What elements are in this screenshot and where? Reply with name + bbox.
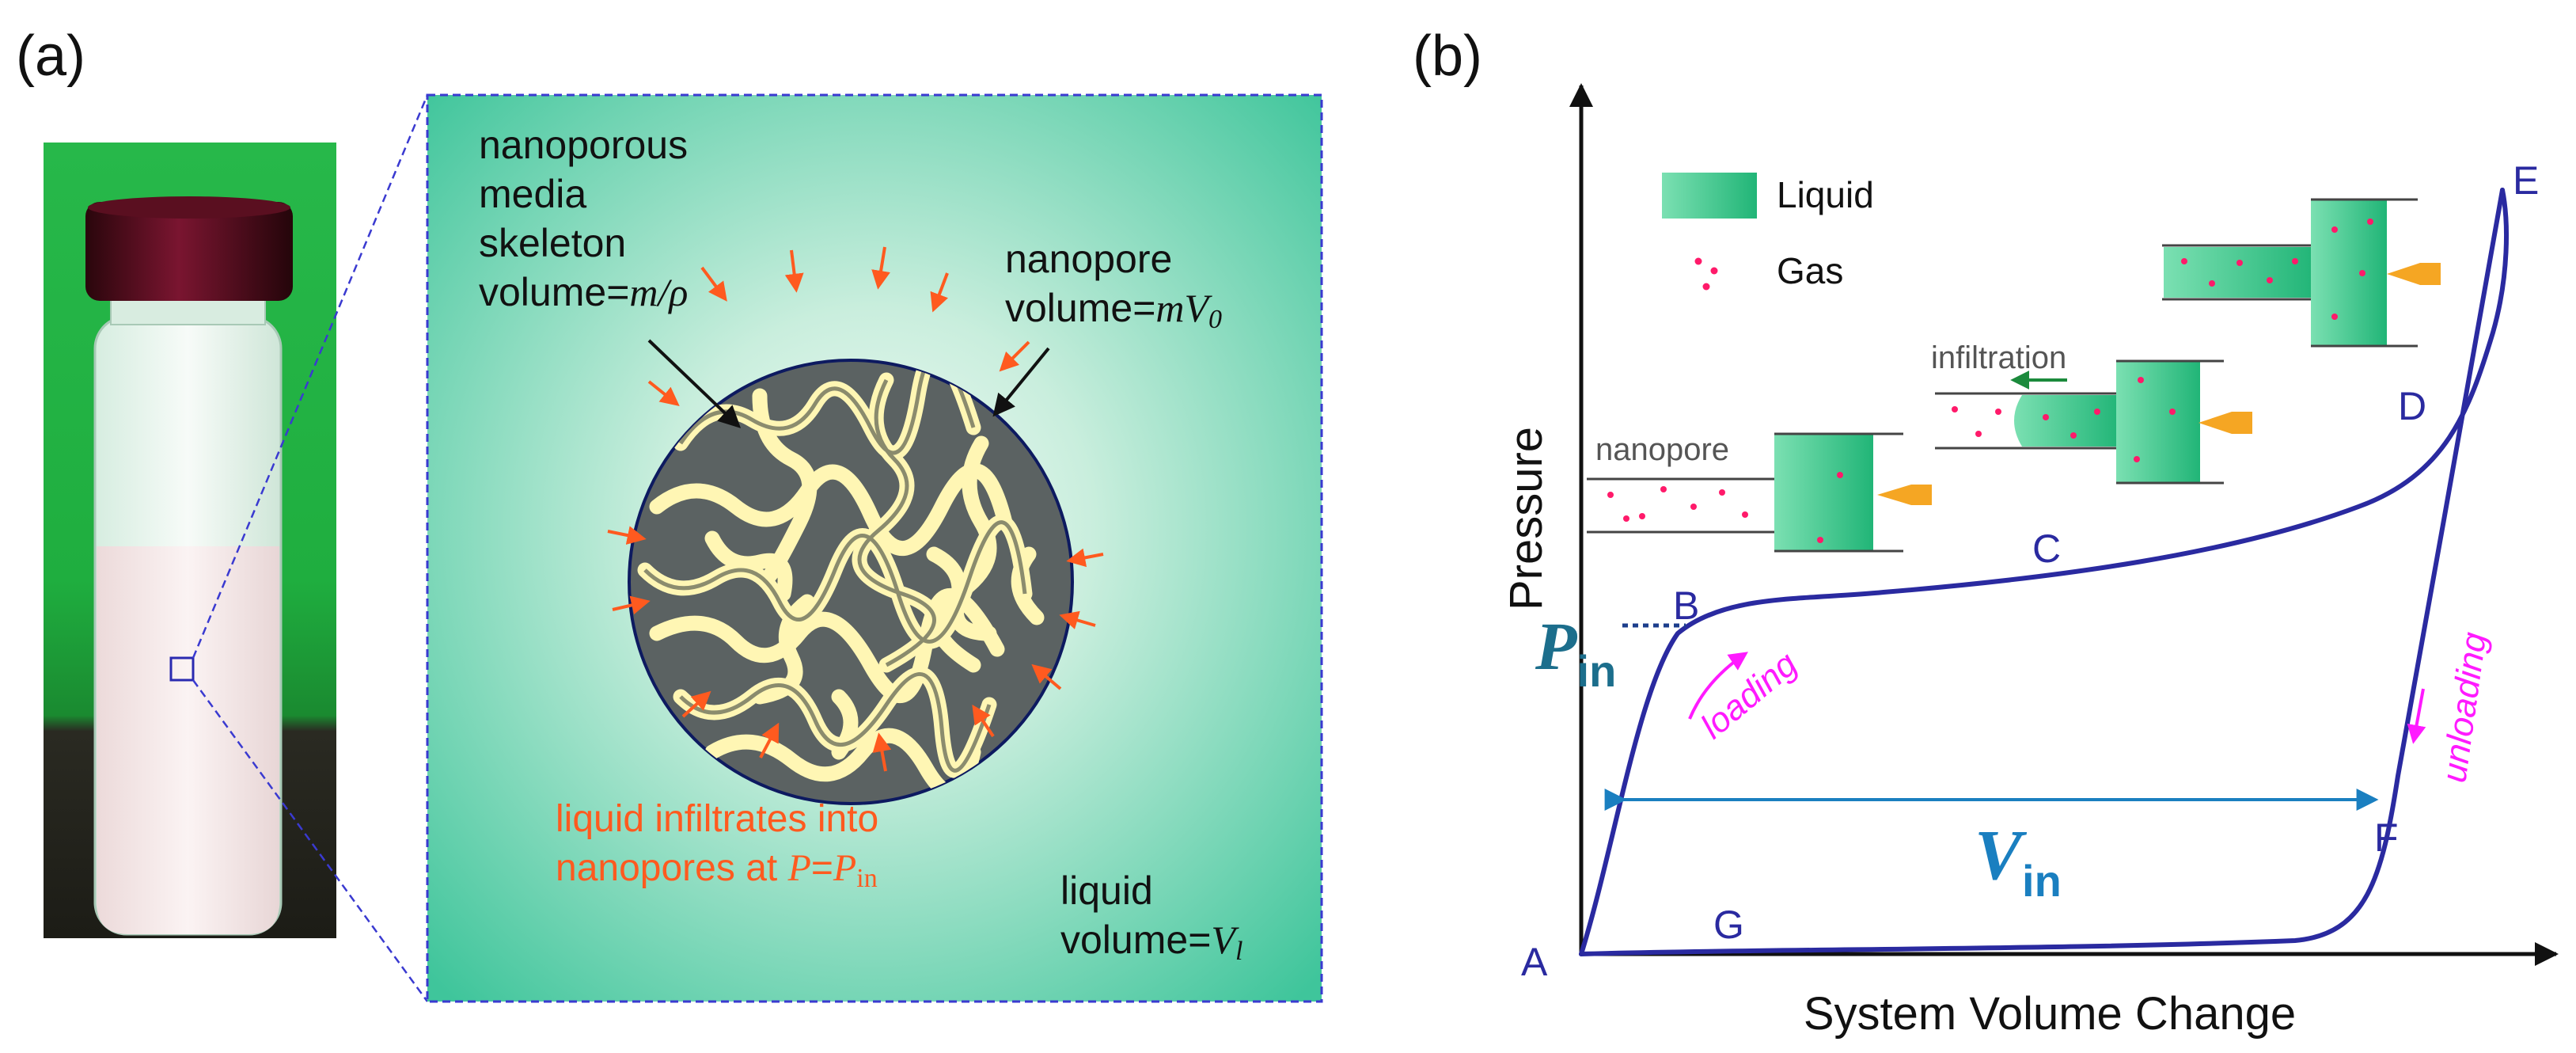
loading-curve <box>1579 188 2509 956</box>
infiltration-note: liquid infiltrates into nanopores at P=P… <box>556 798 878 893</box>
point-d-label: D <box>2398 384 2426 428</box>
zoom-marker <box>169 656 195 682</box>
nanoporous-particle <box>628 359 1074 805</box>
svg-text:skeleton: skeleton <box>479 221 626 265</box>
y-axis-label: Pressure <box>1500 427 1552 610</box>
liquid-volume-label: liquid volume=Vl <box>1060 869 1242 966</box>
loading-arrow <box>1688 652 1748 720</box>
point-f-label: F <box>2374 815 2399 860</box>
vial-photo <box>44 143 336 938</box>
nanopore-pointer <box>992 347 1050 417</box>
panel-b-label: (b) <box>1413 25 1482 88</box>
unloading-label: unloading <box>2434 629 2494 785</box>
svg-text:nanoporous: nanoporous <box>479 123 688 167</box>
point-g-label: G <box>1713 903 1744 947</box>
svg-text:media: media <box>479 172 586 216</box>
panel-a-label: (a) <box>16 25 85 88</box>
legend-gas-swatch <box>1694 257 1718 291</box>
inset-infiltration: infiltration <box>1931 340 2252 485</box>
svg-text:liquid: liquid <box>1060 869 1153 913</box>
svg-text:volume=mV0: volume=mV0 <box>1005 286 1222 334</box>
svg-text:nanopore: nanopore <box>1005 237 1172 281</box>
svg-text:liquid infiltrates into: liquid infiltrates into <box>556 798 878 840</box>
point-c-label: C <box>2032 526 2061 571</box>
inset-filled <box>2162 198 2441 348</box>
point-a-label: A <box>1521 940 1548 984</box>
infiltration-arrows <box>607 246 1104 772</box>
point-b-label: B <box>1673 584 1699 628</box>
svg-text:volume=Vl: volume=Vl <box>1060 918 1242 966</box>
legend-liquid-label: Liquid <box>1777 174 1874 215</box>
unloading-arrow <box>2407 688 2426 744</box>
x-axis-label: System Volume Change <box>1804 988 2296 1040</box>
svg-text:nanopores at P=Pin: nanopores at P=Pin <box>556 847 878 893</box>
unloading-curve <box>1579 188 2505 956</box>
skeleton-pointer <box>647 339 742 428</box>
v-in-label: Vin <box>1975 816 2062 906</box>
infiltration-inset-label: infiltration <box>1931 340 2066 375</box>
legend: Liquid Gas <box>1662 173 1874 291</box>
nanopore-volume-label: nanopore volume=mV0 <box>1005 237 1222 334</box>
nanopore-inset-label: nanopore <box>1595 432 1729 467</box>
loading-label: loading <box>1694 644 1805 747</box>
legend-liquid-swatch <box>1662 173 1757 219</box>
vial-cap <box>85 202 293 301</box>
p-in-label: Pin <box>1535 608 1616 696</box>
point-e-label: E <box>2513 158 2539 203</box>
inset-nanopore: nanopore <box>1587 432 1932 553</box>
skeleton-label: nanoporous media skeleton volume=m/ρ <box>479 123 688 314</box>
svg-text:volume=m/ρ: volume=m/ρ <box>479 270 688 314</box>
legend-gas-label: Gas <box>1777 250 1843 291</box>
